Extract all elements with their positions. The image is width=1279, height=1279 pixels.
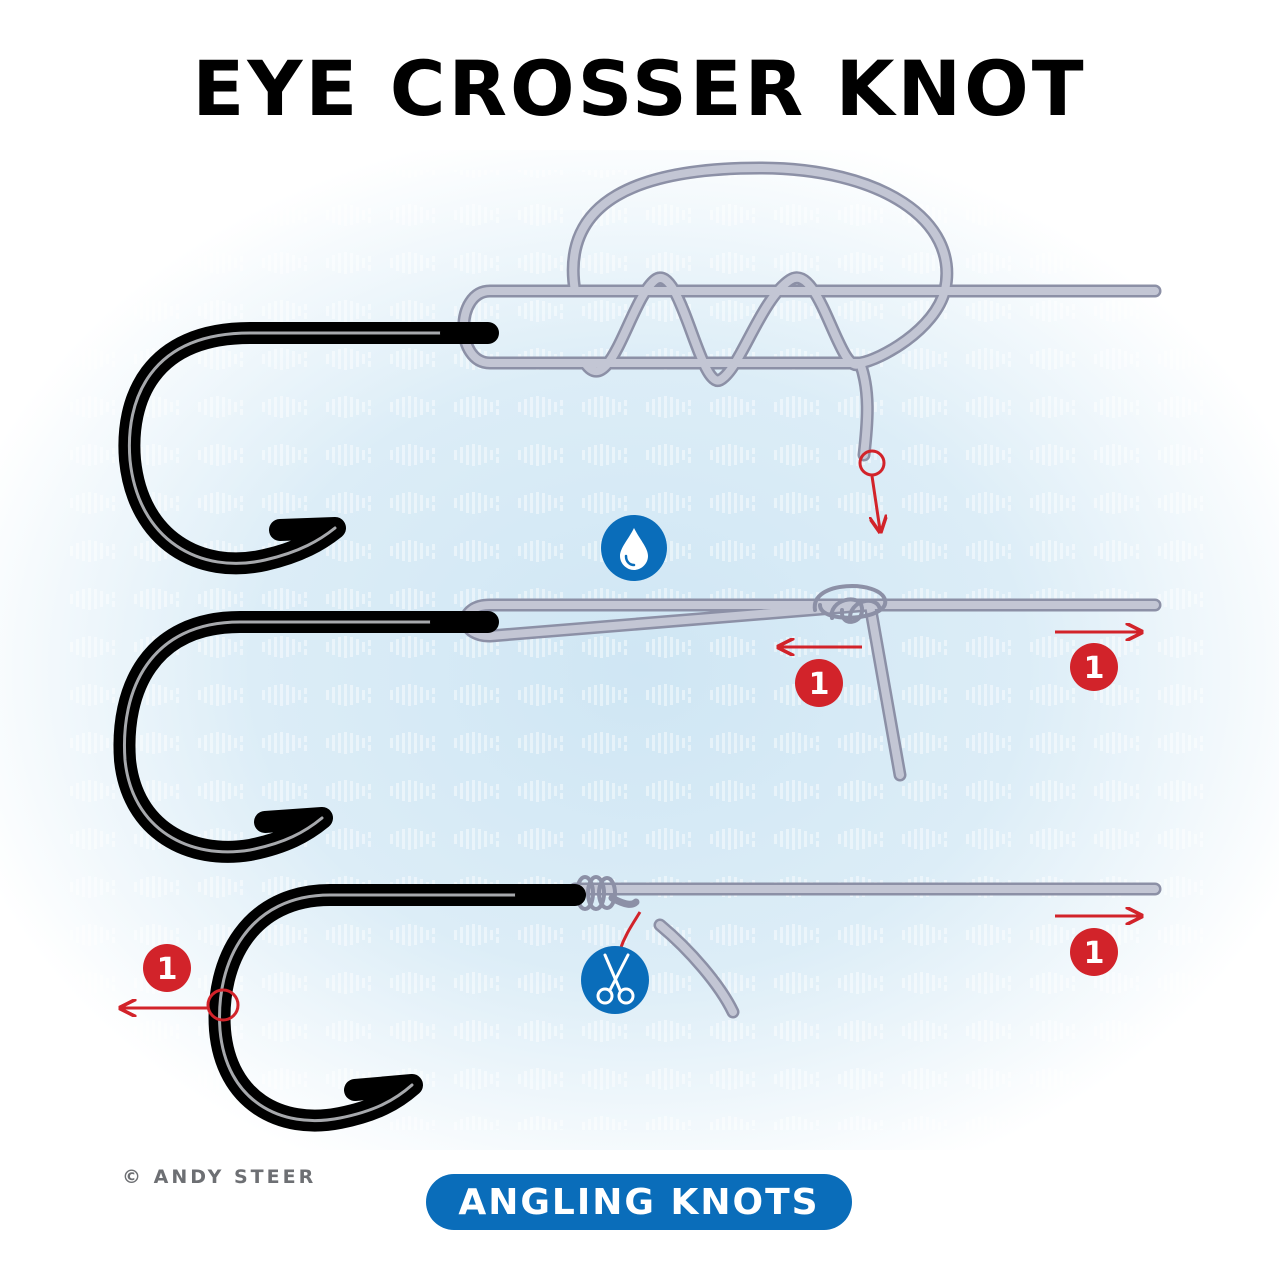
step-marker-badge: 1 xyxy=(1070,928,1118,976)
step-marker-badge: 1 xyxy=(143,944,191,992)
hook-2 xyxy=(113,611,499,863)
brand-badge: ANGLING KNOTS xyxy=(426,1174,852,1230)
hook-3 xyxy=(208,884,586,1132)
svg-text:1: 1 xyxy=(1084,936,1105,971)
cut-indicator-line xyxy=(618,911,642,951)
water-drop-icon xyxy=(601,515,667,581)
step-marker-badge: 1 xyxy=(795,659,843,707)
svg-text:1: 1 xyxy=(157,952,178,987)
hook-1 xyxy=(118,322,499,575)
step2-knot xyxy=(812,584,888,624)
step-1 xyxy=(118,161,1162,581)
page-title: EYE CROSSER KNOT xyxy=(192,44,1087,133)
step3-trimmed-end xyxy=(608,894,640,908)
step-3: 1 1 xyxy=(122,875,1162,1132)
step1-line xyxy=(459,164,1159,459)
svg-text:1: 1 xyxy=(1084,651,1105,686)
step-marker-badge: 1 xyxy=(1070,643,1118,691)
scissors-icon xyxy=(581,946,649,1014)
svg-text:1: 1 xyxy=(809,667,830,702)
copyright-credit: © ANDY STEER xyxy=(122,1166,317,1188)
step1-pull-point xyxy=(858,449,886,477)
step1-pull-arrow xyxy=(872,475,880,530)
step-2: 1 1 xyxy=(113,584,1162,863)
step3-line xyxy=(571,885,1159,1016)
step3-hook-pull-point xyxy=(206,988,240,1022)
